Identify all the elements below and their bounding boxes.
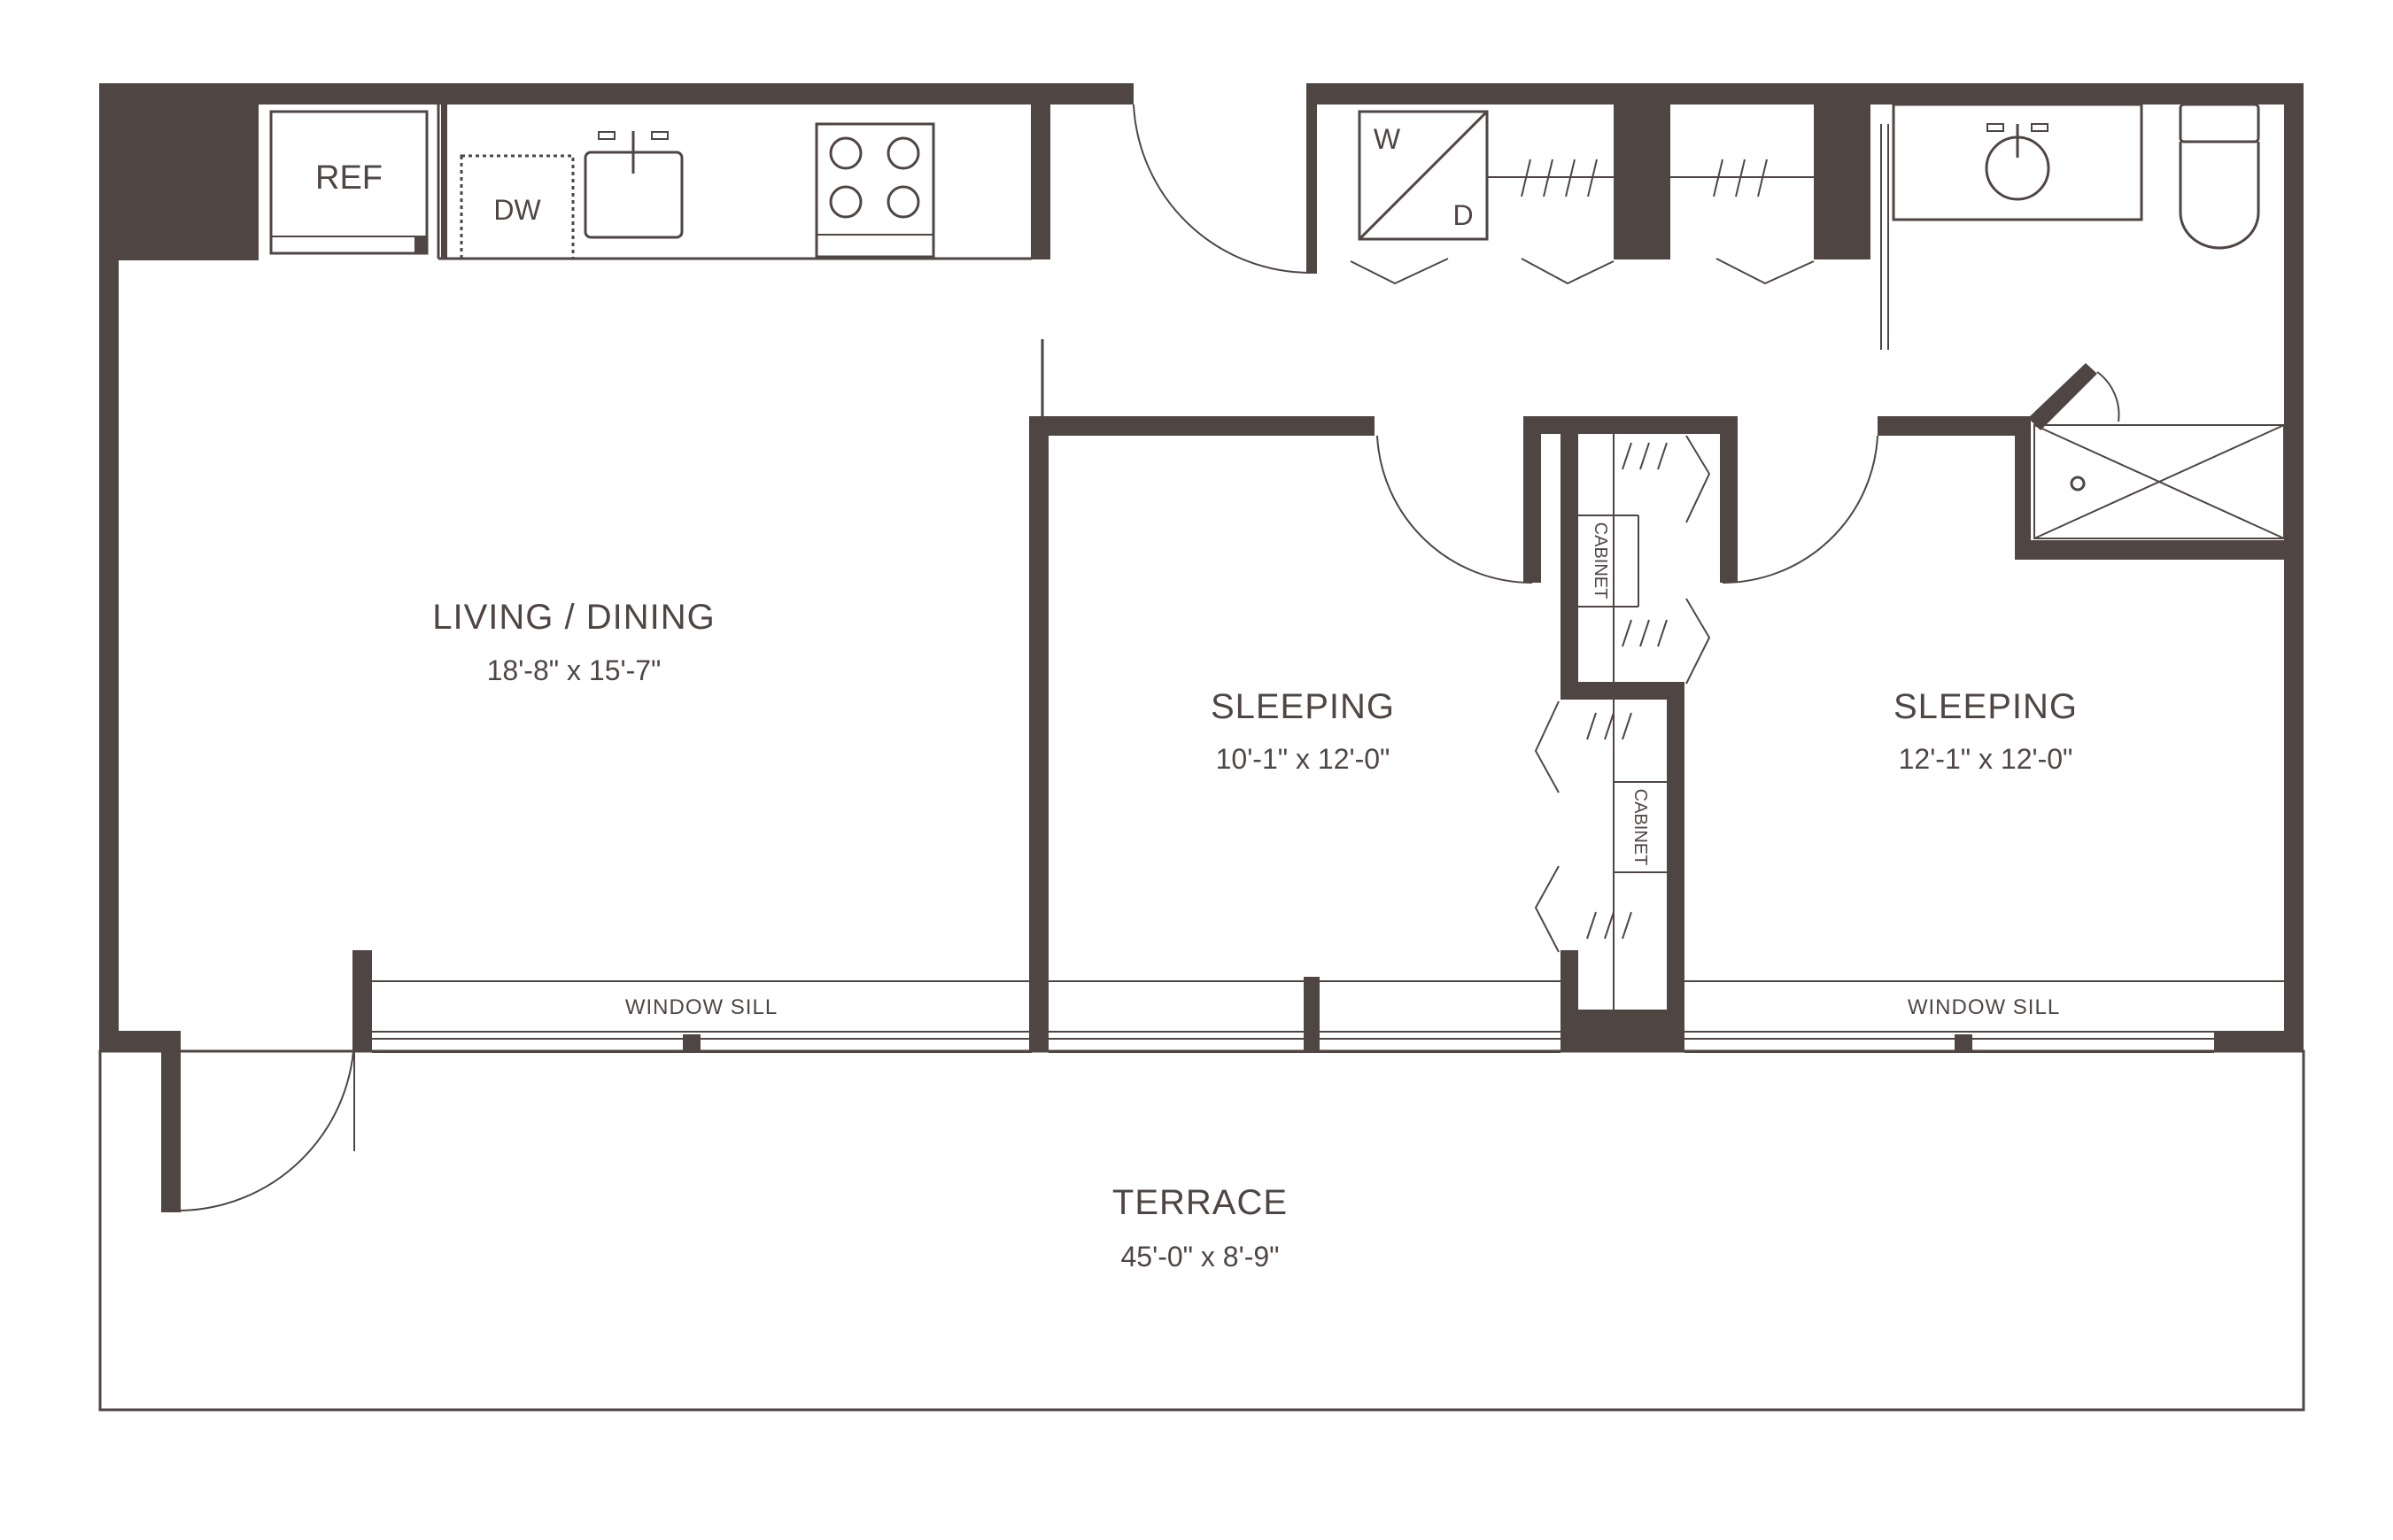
bathroom-door bbox=[1880, 124, 1889, 350]
window-sill-left-label: WINDOW SILL bbox=[625, 995, 778, 1019]
cabinet-1-label: CABINET bbox=[1591, 522, 1610, 600]
refrigerator: REF bbox=[269, 110, 429, 255]
bedroom-2-door bbox=[1722, 435, 1878, 584]
window-sill-right-label: WINDOW SILL bbox=[1908, 995, 2060, 1019]
sleeping-2-name: SLEEPING bbox=[1893, 687, 2078, 726]
terrace-outline bbox=[98, 1049, 2305, 1412]
living-name: LIVING / DINING bbox=[432, 598, 716, 637]
bedroom-1-door bbox=[1376, 435, 1533, 584]
dishwasher: DW bbox=[460, 154, 575, 260]
toilet bbox=[2179, 103, 2260, 250]
shower bbox=[2033, 424, 2285, 539]
terrace-door bbox=[176, 1033, 355, 1211]
washer-label: W bbox=[1374, 123, 1401, 155]
living-slider bbox=[1035, 339, 1045, 567]
sleeping-1-size: 10'-1" x 12'-0" bbox=[1216, 743, 1390, 775]
cabinet-2-label: CABINET bbox=[1630, 789, 1650, 866]
washer-dryer: W D bbox=[1358, 110, 1489, 241]
terrace-size: 45'-0" x 8'-9" bbox=[1120, 1241, 1279, 1273]
dw-label: DW bbox=[493, 194, 541, 226]
exterior-walls bbox=[99, 83, 2304, 1212]
ref-label: REF bbox=[315, 159, 383, 197]
sleeping-2-size: 12'-1" x 12'-0" bbox=[1899, 743, 2073, 775]
entry-door bbox=[1133, 104, 1312, 275]
kitchen-sink bbox=[584, 131, 684, 239]
living-size: 18'-8" x 15'-7" bbox=[487, 654, 662, 686]
closet-2: CABINET bbox=[1534, 700, 1667, 1010]
bathroom-vanity bbox=[1892, 103, 2143, 221]
closet-1: CABINET bbox=[1578, 434, 1711, 685]
sleeping-1-name: SLEEPING bbox=[1211, 687, 1395, 726]
shower-door bbox=[2096, 371, 2120, 422]
hall-closet bbox=[1670, 159, 1815, 285]
dryer-label: D bbox=[1452, 199, 1473, 231]
laundry-closet-rod bbox=[1350, 159, 1615, 285]
interior-walls bbox=[1029, 97, 2294, 1052]
terrace-name: TERRACE bbox=[1112, 1183, 1288, 1222]
kitchen-counter bbox=[437, 104, 1032, 260]
cooktop bbox=[815, 122, 935, 259]
